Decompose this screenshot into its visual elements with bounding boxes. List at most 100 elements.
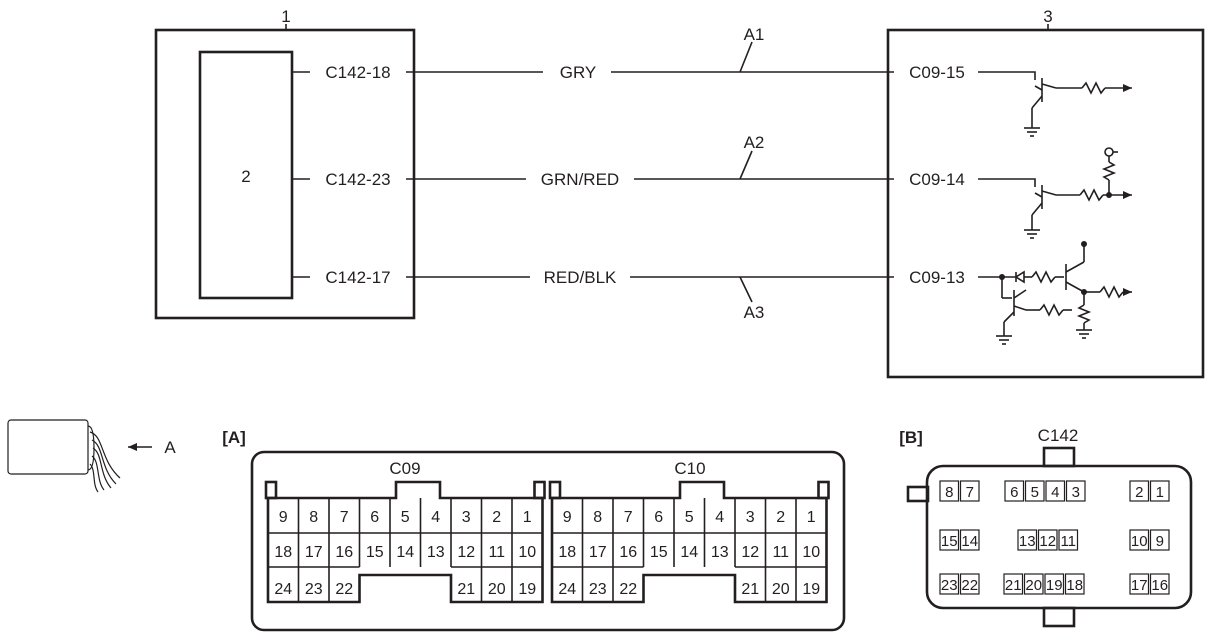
wire-3-from-terminal: C142-17 xyxy=(325,268,390,287)
c09-pin: 24 xyxy=(274,581,292,598)
wire-3-ref: A3 xyxy=(744,303,765,322)
receiver-box xyxy=(886,28,1205,379)
connector-c09-name: C09 xyxy=(389,459,420,478)
c10-pin: 21 xyxy=(741,581,759,598)
c09-pin: 21 xyxy=(457,581,475,598)
c142-pin: 16 xyxy=(1151,577,1168,594)
c142-pin-cell xyxy=(939,529,960,551)
c09-outline xyxy=(266,480,544,604)
transistor-circuit-2 xyxy=(978,147,1132,239)
c10-pin: 12 xyxy=(741,544,759,561)
c142-pin: 21 xyxy=(1005,577,1022,594)
c10-pin: 22 xyxy=(619,581,637,598)
c142-pin-cell xyxy=(1064,573,1085,595)
c142-pin: 1 xyxy=(1156,484,1164,501)
c142-pin-cell xyxy=(1003,573,1024,595)
c09-pin: 5 xyxy=(401,509,410,526)
connector-b-label: [B] xyxy=(899,428,923,447)
c142-pin: 23 xyxy=(941,577,958,594)
c142-pin-cell xyxy=(959,573,980,595)
c10-pin: 13 xyxy=(711,544,729,561)
c142-pin-cell xyxy=(1023,573,1044,595)
c10-pin: 19 xyxy=(802,581,820,598)
c10-pin: 16 xyxy=(619,544,637,561)
c09-pin: 18 xyxy=(274,544,292,561)
c10-pin: 14 xyxy=(680,544,698,561)
c142-pin: 10 xyxy=(1131,533,1148,550)
c10-pin: 1 xyxy=(807,509,816,526)
connector-a-label: [A] xyxy=(222,428,246,447)
c10-pin: 17 xyxy=(589,544,607,561)
c09-pin: 14 xyxy=(396,544,414,561)
c10-pin: 4 xyxy=(715,509,724,526)
c09-pin: 12 xyxy=(457,544,475,561)
c142-pin-cell xyxy=(1149,573,1170,595)
transistor-circuit-3 xyxy=(978,241,1132,345)
c142-pin: 7 xyxy=(966,484,974,501)
c09-pin: 10 xyxy=(518,544,536,561)
c10-pin: 3 xyxy=(746,509,755,526)
wire-2-ref-leader xyxy=(739,150,753,180)
c142-pin: 4 xyxy=(1051,484,1059,501)
c142-pin-cell xyxy=(959,480,980,502)
c142-pin: 18 xyxy=(1066,577,1083,594)
wire-2-from-terminal: C142-23 xyxy=(325,170,390,189)
c142-pin-cell xyxy=(1129,529,1150,551)
connector-b-name: C142 xyxy=(1038,426,1079,445)
c09-pin: 7 xyxy=(340,509,349,526)
c142-pin-cell xyxy=(1017,529,1038,551)
c10-outline xyxy=(550,480,828,604)
c09-latch-left xyxy=(264,480,278,500)
c142-pin: 19 xyxy=(1046,577,1063,594)
module-2-number: 2 xyxy=(241,167,250,186)
c142-pin-cell xyxy=(1129,573,1150,595)
wire-1-color: GRY xyxy=(560,63,597,82)
c10-pin: 11 xyxy=(772,544,789,561)
c10-pin: 7 xyxy=(624,509,633,526)
c142-pin: 8 xyxy=(945,484,953,501)
c142-pin: 3 xyxy=(1072,484,1080,501)
c10-pin: 18 xyxy=(558,544,576,561)
connector-view-label: A xyxy=(164,438,176,457)
wire-1-from-terminal: C142-18 xyxy=(325,63,390,82)
module-2-box xyxy=(198,50,294,300)
c10-latch-right xyxy=(817,480,830,500)
c142-pin-cell xyxy=(1129,480,1150,502)
wire-2-ref: A2 xyxy=(744,133,765,152)
c10-pin: 15 xyxy=(650,544,668,561)
ecm-box xyxy=(154,28,416,320)
c09-pin: 11 xyxy=(488,544,505,561)
c142-pin-cell xyxy=(1037,529,1058,551)
c09-pin: 13 xyxy=(427,544,445,561)
c142-pin-cell xyxy=(1065,480,1086,502)
transistor-circuit-1 xyxy=(978,71,1132,137)
component-1-number: 1 xyxy=(281,7,290,26)
c142-pin-cell xyxy=(1058,529,1079,551)
c142-pin: 5 xyxy=(1031,484,1039,501)
connector-b-bottom-key xyxy=(1042,606,1076,628)
c142-pin: 17 xyxy=(1131,577,1148,594)
c09-pin: 6 xyxy=(370,509,379,526)
wire-1-ref: A1 xyxy=(744,25,765,44)
c142-pin: 11 xyxy=(1060,533,1076,550)
c142-pin-cell xyxy=(1004,480,1025,502)
c10-pin: 24 xyxy=(558,581,576,598)
c142-pin: 2 xyxy=(1135,484,1143,501)
connector-icon xyxy=(7,419,121,493)
wire-1-to-terminal: C09-15 xyxy=(909,63,965,82)
c142-pin: 6 xyxy=(1010,484,1018,501)
c10-pin: 20 xyxy=(772,581,790,598)
c09-pin: 9 xyxy=(279,509,288,526)
component-3-number: 3 xyxy=(1043,7,1052,26)
c09-pin: 3 xyxy=(462,509,471,526)
c142-pin-cell xyxy=(959,529,980,551)
c09-pin: 22 xyxy=(335,581,353,598)
c10-pin: 5 xyxy=(685,509,694,526)
connector-a-housing xyxy=(250,450,846,632)
wire-3-to-terminal: C09-13 xyxy=(909,268,965,287)
wire-2-to-terminal: C09-14 xyxy=(909,170,965,189)
